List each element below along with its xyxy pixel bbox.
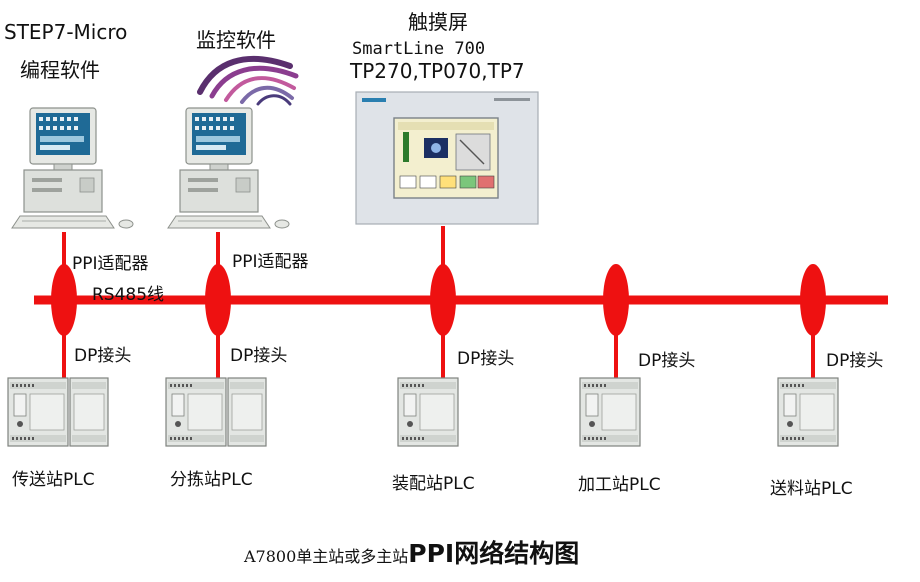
caption-main: PPI网络结构图 — [408, 539, 580, 568]
monitoring-computer-icon — [167, 107, 290, 229]
programming-computer-icon — [11, 107, 134, 229]
station-label-conveyor: 传送站PLC — [12, 470, 95, 490]
plc-icon-conveyor — [7, 377, 109, 447]
connector-1 — [51, 264, 77, 336]
touchscreen-model-line2: TP270,TP070,TP7 — [350, 59, 525, 83]
plc-icon-feeding — [777, 377, 839, 447]
monitoring-software-title: 监控软件 — [196, 28, 276, 52]
diagram-caption: A7800单主站或多主站PPI网络结构图 — [244, 534, 579, 570]
dp-connector-label-3: DP接头 — [457, 349, 515, 369]
programming-software-title-line2: 编程软件 — [20, 58, 100, 82]
connector-2 — [205, 264, 231, 336]
connector-5 — [800, 264, 826, 336]
rs485-bus-label: RS485线 — [92, 285, 165, 305]
plc-icon-assembly — [397, 377, 459, 447]
ppi-adapter-label-2: PPI适配器 — [232, 252, 309, 272]
ppi-adapter-label-1: PPI适配器 — [72, 254, 149, 274]
station-label-feeding: 送料站PLC — [770, 479, 853, 499]
station-label-sorting: 分拣站PLC — [170, 470, 253, 490]
dp-connector-label-1: DP接头 — [74, 346, 132, 366]
connector-3 — [430, 264, 456, 336]
touchscreen-title: 触摸屏 — [408, 10, 468, 34]
connector-4 — [603, 264, 629, 336]
station-label-assembly: 装配站PLC — [392, 474, 475, 494]
plc-icon-sorting — [165, 377, 267, 447]
touchscreen-model-line1: SmartLine 700 — [352, 39, 486, 59]
programming-software-title-line1: STEP7-Micro — [4, 20, 128, 44]
dp-connector-label-5: DP接头 — [826, 351, 884, 371]
plc-icon-processing — [579, 377, 641, 447]
station-label-processing: 加工站PLC — [578, 475, 661, 495]
dp-connector-label-4: DP接头 — [638, 351, 696, 371]
monitoring-software-logo — [197, 55, 299, 106]
dp-connectors — [51, 264, 826, 336]
dp-connector-label-2: DP接头 — [230, 346, 288, 366]
touch-panel-icon — [355, 91, 539, 225]
caption-prefix: A7800单主站或多主站 — [244, 547, 409, 566]
